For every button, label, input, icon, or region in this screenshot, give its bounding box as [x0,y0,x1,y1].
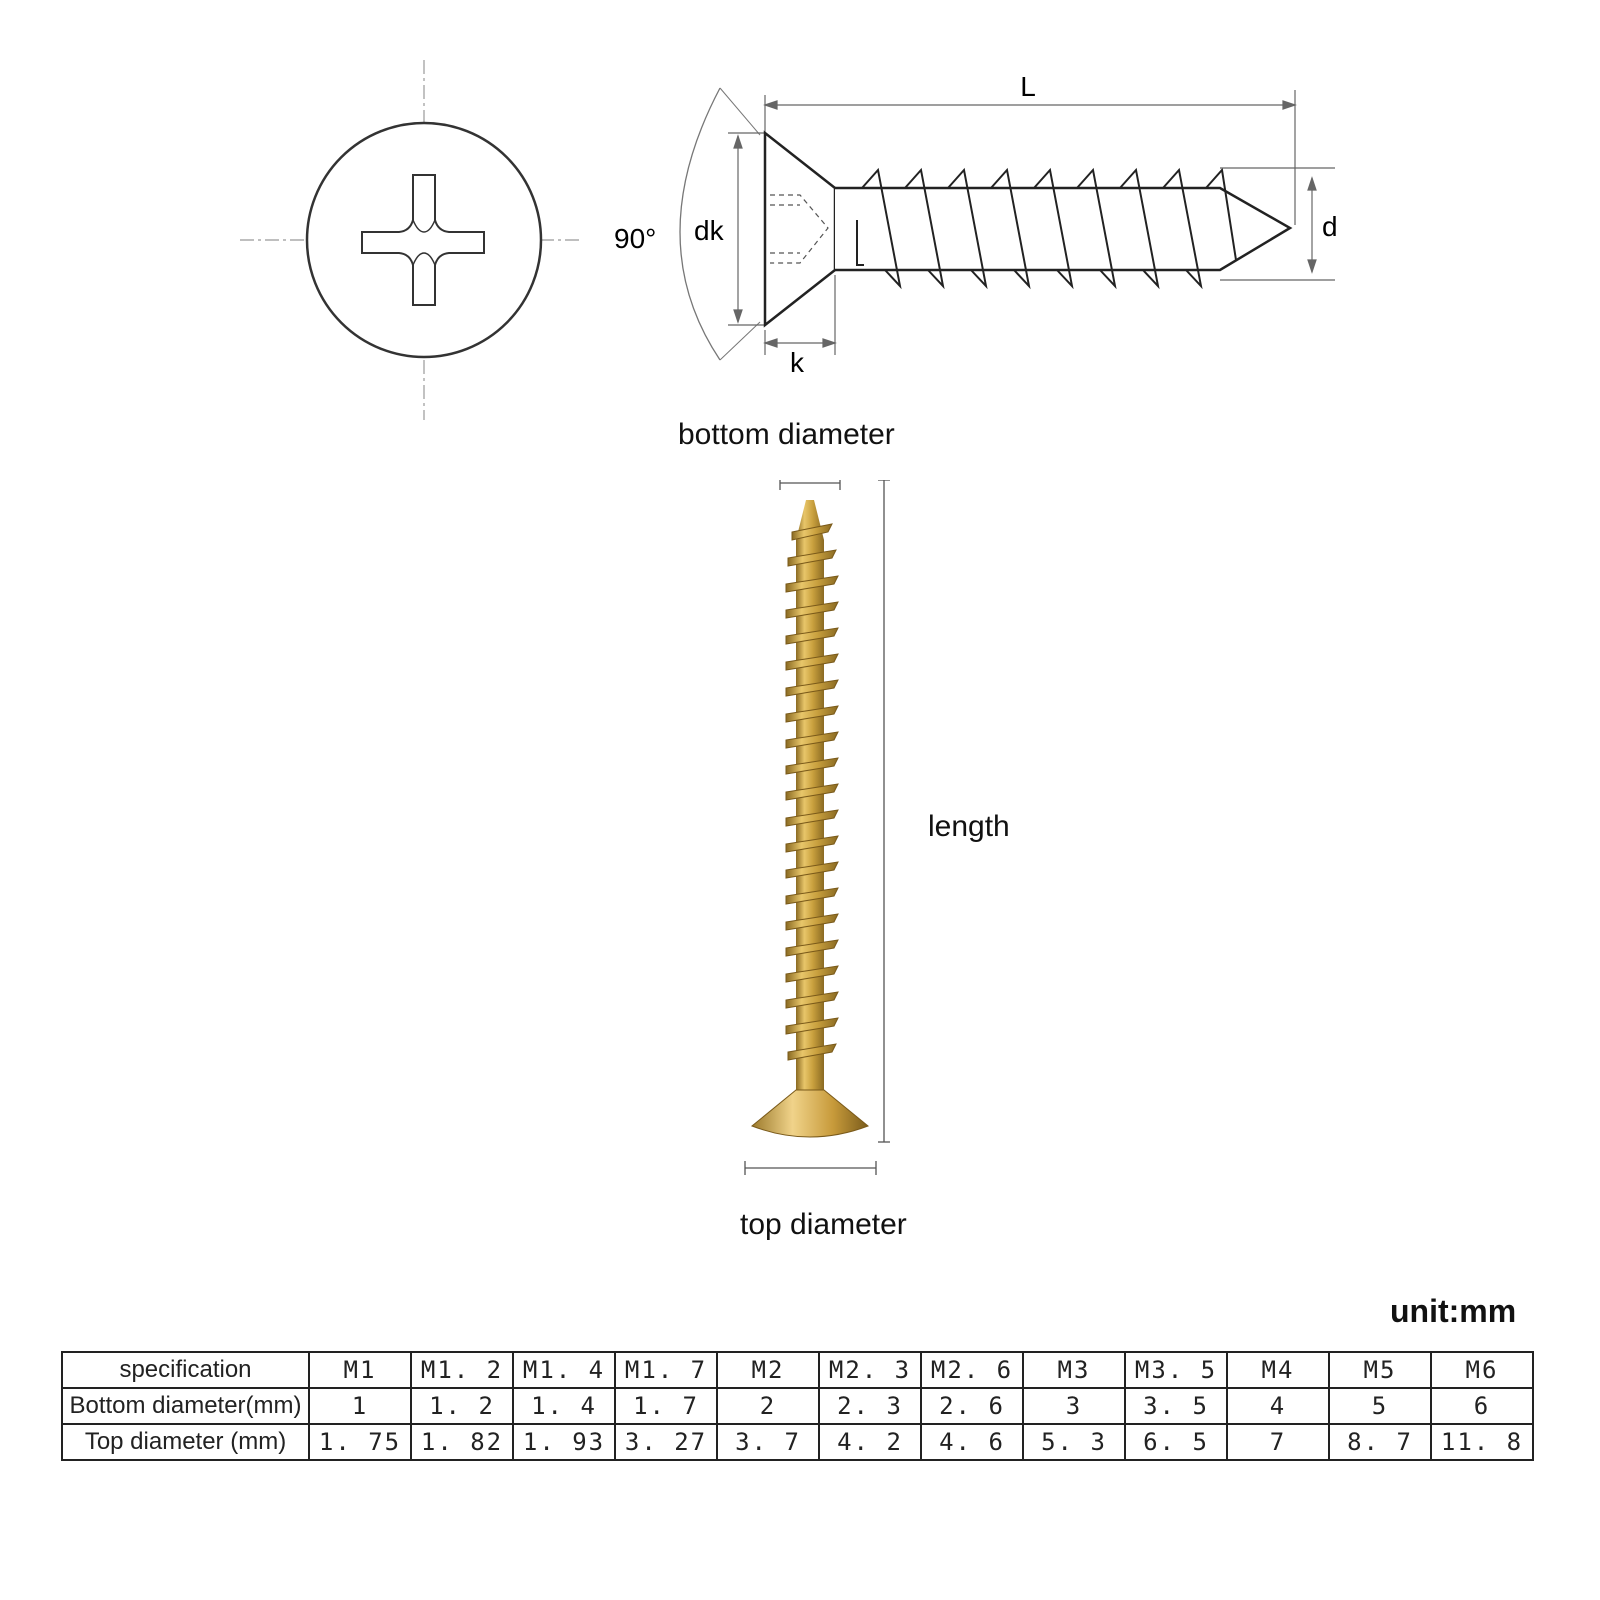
table-cell: 2 [716,1387,820,1425]
table-cell: 6 [1430,1387,1534,1425]
column-header: M5 [1328,1351,1432,1389]
length-dimension [878,480,890,1143]
column-header: M2. 6 [920,1351,1024,1389]
table-cell: 11. 8 [1430,1423,1534,1461]
label-top-diameter: top diameter [740,1208,907,1241]
table-cell: 3 [1022,1387,1126,1425]
table-cell: 1. 2 [410,1387,514,1425]
table-cell: 3. 5 [1124,1387,1228,1425]
table-cell: 4 [1226,1387,1330,1425]
column-header: M1 [308,1351,412,1389]
table-cell: 6. 5 [1124,1423,1228,1461]
table-cell: 3. 7 [716,1423,820,1461]
screw-head [751,1089,869,1138]
table-cell: 5. 3 [1022,1423,1126,1461]
threads [856,167,1237,290]
screw-side-view: L 90° dk d [614,71,1338,378]
table-cell: 7 [1226,1423,1330,1461]
column-header: M1. 2 [410,1351,514,1389]
table-cell: 1. 7 [614,1387,718,1425]
angle-arc [679,87,721,361]
label-angle: 90° [614,223,656,254]
row-label: Top diameter (mm) [61,1423,310,1461]
phillips-cross-icon [361,174,485,306]
table-cell: 1. 75 [308,1423,412,1461]
table-cell: 4. 2 [818,1423,922,1461]
screw-photo [744,480,890,1175]
label-dk: dk [694,215,725,246]
dimension-L [763,90,1297,225]
column-header: M2. 3 [818,1351,922,1389]
column-header: M6 [1430,1351,1534,1389]
row-label: Bottom diameter(mm) [61,1387,310,1425]
label-length: length [928,810,1010,843]
photo-threads [785,523,839,1061]
table-cell: 3. 27 [614,1423,718,1461]
shank [835,186,1293,272]
dimension-k [763,275,837,355]
label-k: k [790,347,805,378]
top-diameter-dimension [744,1161,877,1175]
label-d: d [1322,211,1338,242]
table-cell: 1. 4 [512,1387,616,1425]
table-cell: 8. 7 [1328,1423,1432,1461]
label-L: L [1020,71,1036,102]
unit-label: unit:mm [1390,1293,1517,1329]
table-cell: 5 [1328,1387,1432,1425]
column-header: M1. 4 [512,1351,616,1389]
header-specification: specification [61,1351,310,1389]
column-header: M1. 7 [614,1351,718,1389]
table-cell: 2. 6 [920,1387,1024,1425]
table-cell: 1. 93 [512,1423,616,1461]
screw-head-top-view [240,60,580,420]
column-header: M4 [1226,1351,1330,1389]
recess-hidden-lines [770,194,829,264]
dimension-dk [728,132,765,326]
table-cell: 1 [308,1387,412,1425]
column-header: M3 [1022,1351,1126,1389]
bottom-diameter-dimension [779,480,841,490]
label-bottom-diameter: bottom diameter [678,418,895,451]
column-header: M3. 5 [1124,1351,1228,1389]
table-cell: 1. 82 [410,1423,514,1461]
table-cell: 2. 3 [818,1387,922,1425]
column-header: M2 [716,1351,820,1389]
table-cell: 4. 6 [920,1423,1024,1461]
countersunk-head [763,130,837,328]
dimension-d [1220,167,1335,281]
